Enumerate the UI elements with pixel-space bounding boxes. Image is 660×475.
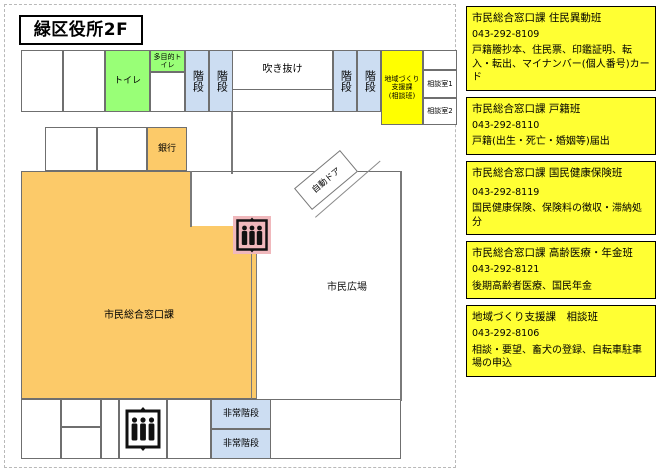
info-card-description: 戸籍(出生・死亡・婚姻等)届出 [472, 136, 610, 148]
room-citizen-counter-label: 市民総合窓口課 [104, 310, 174, 322]
room-citizen-counter-top [21, 171, 191, 226]
info-card-phone: 043-292-8121 [472, 264, 540, 276]
room-community-support-label-1: 地域づくり支援課 [384, 75, 420, 92]
info-card-phone: 043-292-8119 [472, 187, 540, 199]
room-atrium-label: 吹き抜け [262, 64, 303, 76]
info-card-title: 地域づくり支援課 相談班 [472, 311, 598, 324]
room-stairs-3-label: 階段 [339, 70, 353, 92]
map-frame: 緑区役所2F トイレ 多目的トイレ 階段 階段 吹き抜け 階段 [4, 4, 457, 468]
room-multipurpose-toilet-label: 多目的トイレ [153, 52, 182, 69]
wall-segment [231, 112, 233, 174]
wall-plaza-left [256, 226, 257, 400]
info-card: 市民総合窓口課 国民健康保険班 043-292-8119 国民健康保険、保険料の… [466, 160, 656, 236]
room-blank-5 [45, 127, 97, 171]
room-toilet: トイレ [105, 50, 150, 112]
room-consult-2-label: 相談室2 [427, 107, 453, 116]
room-community-support: 地域づくり支援課 (相談班) [381, 50, 423, 125]
room-blank-8 [61, 399, 101, 427]
room-blank-9 [61, 427, 101, 459]
room-stairs-2: 階段 [209, 50, 233, 112]
room-toilet-label: トイレ [113, 75, 141, 86]
info-card-title: 市民総合窓口課 戸籍班 [472, 102, 581, 115]
elevator-icon [233, 216, 271, 254]
page-title: 緑区役所2F [19, 15, 143, 45]
info-card: 市民総合窓口課 高齢医療・年金班 043-292-8121 後期高齢者医療、国民… [466, 241, 656, 300]
room-blank-3 [150, 72, 185, 112]
room-citizen-counter: 市民総合窓口課 [21, 226, 257, 399]
info-card-title: 市民総合窓口課 国民健康保険班 [472, 166, 623, 179]
room-blank-7 [21, 399, 61, 459]
room-blank-10 [101, 399, 119, 459]
room-emergency-stairs-1-label: 非常階段 [222, 408, 259, 419]
room-stairs-1: 階段 [185, 50, 209, 112]
room-bank-label: 銀行 [157, 143, 176, 154]
room-stairs-4-label: 階段 [363, 70, 377, 92]
room-consult-2: 相談室2 [423, 98, 457, 125]
wall-plan-right [400, 171, 402, 401]
room-stairs-3: 階段 [333, 50, 357, 112]
room-blank-12 [271, 399, 401, 459]
info-card-phone: 043-292-8106 [472, 328, 540, 340]
room-atrium-lower [233, 90, 333, 112]
info-card-title: 市民総合窓口課 住民異動班 [472, 12, 602, 24]
room-blank-6 [97, 127, 147, 171]
room-multipurpose-toilet: 多目的トイレ [150, 50, 185, 72]
room-citizen-plaza: 市民広場 [327, 278, 367, 293]
room-emergency-stairs-1: 非常階段 [211, 399, 271, 429]
info-card-description: 相談・要望、畜犬の登録、自転車駐車場の申込 [472, 344, 642, 370]
room-consult-1-label: 相談室1 [427, 79, 453, 88]
room-blank-4 [423, 50, 457, 70]
room-atrium: 吹き抜け [233, 50, 333, 90]
elevator-icon [123, 405, 163, 453]
room-citizen-plaza-label: 市民広場 [327, 282, 367, 293]
room-blank-11 [167, 399, 211, 459]
info-card-title: 市民総合窓口課 高齢医療・年金班 [472, 247, 633, 260]
info-card-description: 後期高齢者医療、国民年金 [472, 280, 592, 292]
info-card: 市民総合窓口課 住民異動班 043-292-8109 戸籍謄抄本、住民票、印鑑証… [466, 6, 656, 91]
info-card-description: 国民健康保険、保険料の徴収・滞納処分 [472, 203, 642, 228]
wall-counter-edge [190, 171, 192, 227]
info-card: 市民総合窓口課 戸籍班 043-292-8110 戸籍(出生・死亡・婚姻等)届出 [466, 96, 656, 155]
room-blank-1 [21, 50, 63, 112]
room-consult-1: 相談室1 [423, 70, 457, 98]
info-card-phone: 043-292-8109 [472, 29, 540, 41]
room-emergency-stairs-2: 非常階段 [211, 429, 271, 459]
info-card: 地域づくり支援課 相談班 043-292-8106 相談・要望、畜犬の登録、自転… [466, 305, 656, 377]
room-community-support-label-2: (相談班) [388, 91, 416, 100]
room-stairs-4: 階段 [357, 50, 381, 112]
page-title-text: 緑区役所2F [33, 19, 129, 40]
room-blank-2 [63, 50, 105, 112]
room-stairs-1-label: 階段 [191, 70, 205, 92]
room-emergency-stairs-2-label: 非常階段 [222, 438, 259, 449]
wall-elevator-drop [251, 254, 252, 400]
info-card-phone: 043-292-8110 [472, 120, 540, 132]
department-info-panel: 市民総合窓口課 住民異動班 043-292-8109 戸籍謄抄本、住民票、印鑑証… [466, 6, 656, 383]
room-stairs-2-label: 階段 [215, 70, 229, 92]
room-bank: 銀行 [147, 127, 187, 171]
info-card-description: 戸籍謄抄本、住民票、印鑑証明、転入・転出、マイナンバー(個人番号)カード [472, 45, 650, 84]
